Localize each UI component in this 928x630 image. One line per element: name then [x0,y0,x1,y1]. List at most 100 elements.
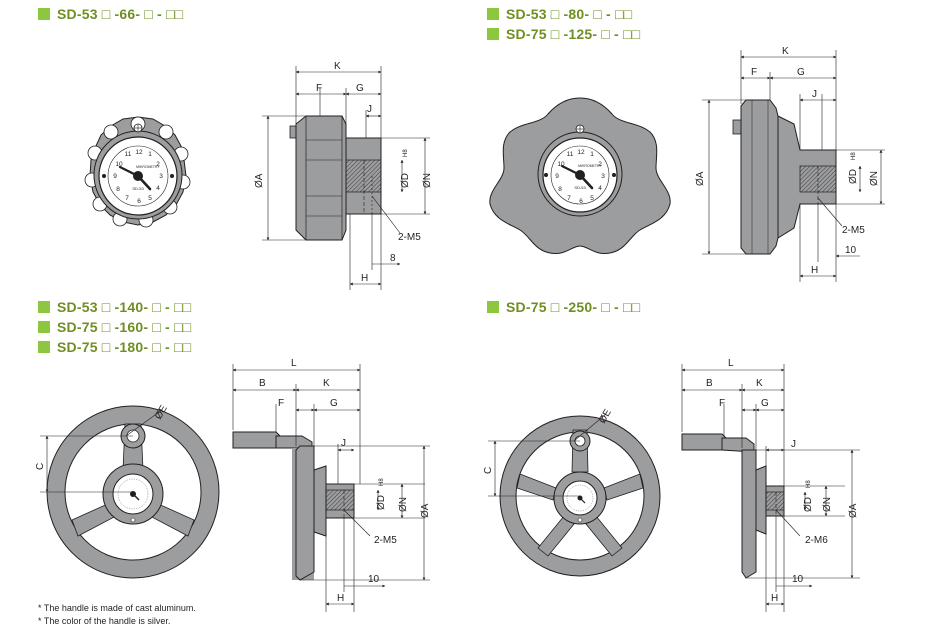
svg-text:2-M5: 2-M5 [842,225,865,236]
svg-text:G: G [761,398,769,409]
svg-text:5: 5 [590,195,594,202]
svg-text:H8: H8 [379,478,385,486]
fig2-dimension-labels: K F G J ØA ØD H8 ØN 2-M5 H 10 [695,46,880,276]
svg-text:10: 10 [557,161,565,168]
svg-text:C: C [35,463,46,470]
fig3-side-view [232,412,355,581]
svg-text:J: J [812,89,817,100]
svg-text:ØD: ØD [848,169,859,184]
svg-text:2-M5: 2-M5 [398,232,421,243]
svg-text:G: G [797,67,805,78]
fig2-dimensions [702,50,885,282]
svg-text:F: F [278,398,284,409]
svg-text:G: G [330,398,338,409]
svg-text:J: J [367,104,372,115]
accent-square [38,341,50,353]
svg-text:11: 11 [567,151,574,158]
svg-text:1: 1 [148,151,152,158]
accent-square [487,8,499,20]
model-code: SD-75 □ -250- □ - □□ [506,299,641,315]
svg-text:9: 9 [555,173,559,180]
svg-text:F: F [751,67,757,78]
fig3-dimensions [40,364,430,612]
svg-text:1: 1 [590,151,594,158]
svg-text:H8: H8 [806,480,812,488]
svg-text:6: 6 [579,198,583,205]
svg-text:ØA: ØA [420,503,431,518]
svg-text:2-M5: 2-M5 [374,535,397,546]
svg-text:ØD: ØD [376,495,387,510]
fig1-dial-brand: MIKROMETRY [136,165,160,169]
svg-text:2-M6: 2-M6 [805,535,828,546]
model-title: SD-53 □ -80- □ - □□ [487,4,640,24]
title-block-1: SD-53 □ -66- □ - □□ [38,4,183,24]
svg-text:7: 7 [567,195,571,202]
svg-text:ØD: ØD [803,497,814,512]
model-code: SD-53 □ -80- □ - □□ [506,6,633,22]
model-title: SD-75 □ -160- □ - □□ [38,317,191,337]
model-code: SD-75 □ -180- □ - □□ [57,339,192,355]
title-block-2: SD-53 □ -80- □ - □□ SD-75 □ -125- □ - □□ [487,4,640,44]
svg-text:3: 3 [601,173,605,180]
svg-text:ØA: ØA [848,503,859,518]
svg-text:B: B [259,378,266,389]
fig4-side-view [681,433,785,579]
svg-text:12: 12 [135,149,143,156]
fig1-knob-lobes [84,116,191,228]
svg-text:K: K [756,378,763,389]
title-block-3: SD-53 □ -140- □ - □□ SD-75 □ -160- □ - □… [38,297,191,357]
model-title: SD-53 □ -66- □ - □□ [38,4,183,24]
svg-text:ØN: ØN [869,171,880,186]
model-title: SD-53 □ -140- □ - □□ [38,297,191,317]
fig2-side-view [732,99,837,255]
fig2-dial-model: SD-53 [574,185,586,190]
svg-text:12: 12 [577,149,585,156]
model-title: SD-75 □ -125- □ - □□ [487,24,640,44]
fig1-dimensions [262,66,430,290]
fig3-dimension-labels: L B K F G J C ØE ØD H8 ØN ØA 2-M5 H 10 [35,358,431,604]
svg-text:ØN: ØN [422,173,433,188]
svg-text:4: 4 [598,185,602,192]
fig4-dimensions [488,364,860,612]
fig1-side-view [289,115,382,241]
model-code: SD-75 □ -160- □ - □□ [57,319,192,335]
accent-square [38,321,50,333]
svg-text:H: H [771,593,778,604]
model-code: SD-53 □ -66- □ - □□ [57,6,184,22]
svg-text:G: G [356,83,364,94]
svg-text:H8: H8 [403,149,409,157]
svg-text:H: H [361,273,368,284]
svg-text:2: 2 [156,161,160,168]
svg-text:4: 4 [156,185,160,192]
svg-text:F: F [316,83,322,94]
accent-square [487,301,499,313]
svg-text:F: F [719,398,725,409]
svg-text:10: 10 [115,161,123,168]
svg-text:H: H [337,593,344,604]
svg-text:C: C [483,467,494,474]
svg-text:K: K [782,46,789,57]
svg-text:8: 8 [116,186,120,193]
note-color: * The color of the handle is silver. [38,616,171,626]
note-material: * The handle is made of cast aluminum. [38,603,196,613]
accent-square [487,28,499,40]
svg-text:ØA: ØA [254,173,265,188]
svg-text:2: 2 [598,161,602,168]
svg-text:3: 3 [159,173,163,180]
fig4-dimension-labels: L B K F G J C ØE ØD H8 ØN ØA 2-M6 H 10 [483,358,859,604]
svg-text:J: J [341,438,346,449]
svg-text:L: L [291,358,297,369]
accent-square [38,8,50,20]
model-code: SD-53 □ -140- □ - □□ [57,299,192,315]
svg-text:ØN: ØN [398,497,409,512]
title-block-4: SD-75 □ -250- □ - □□ [487,297,640,317]
svg-text:H8: H8 [851,152,857,160]
svg-text:9: 9 [113,173,117,180]
svg-text:10: 10 [792,574,804,585]
svg-text:7: 7 [125,195,129,202]
svg-text:8: 8 [390,253,396,264]
